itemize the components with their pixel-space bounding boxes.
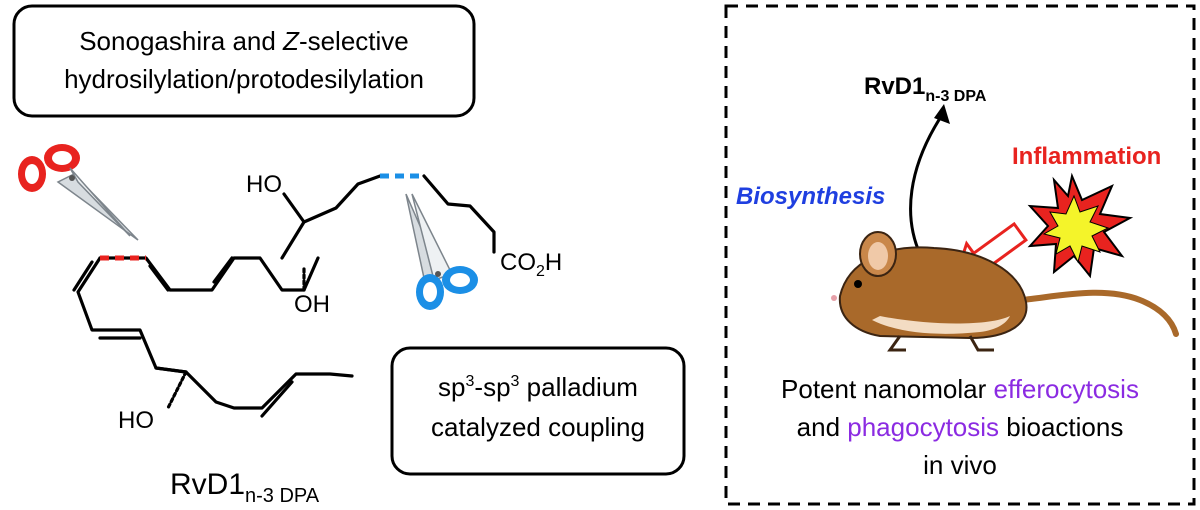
label-acid: CO2H [500,249,562,280]
bioactivity-panel: RvD1n-3 DPA Biosynthesis Inflammation Po… [724,4,1196,506]
panel-caption-line2: and phagocytosis bioactions [797,412,1124,442]
bond-chain-diol [280,174,382,260]
rvd1-structure: HO OH HO CO2H [72,171,562,434]
strategy-box-palladium: sp3-sp3 palladium catalyzed coupling [390,346,686,476]
label-oh-mid: OH [294,291,330,318]
bond-double-left [72,260,94,292]
strategy-top-line2: hydrosilylation/protodesilylation [64,64,424,94]
strategy-top-line1: Sonogashira and Z-selective [79,26,409,56]
panel-product-label: RvD1n-3 DPA [864,73,987,105]
scissors-blue-icon [405,193,478,310]
strategy-box-sonogashira: Sonogashira and Z-selective hydrosilylat… [12,4,476,118]
mouse-icon [831,231,1179,352]
molecule-name: RvD1n-3 DPA [170,468,320,507]
strategy-bottom-line1: sp3-sp3 palladium [438,372,638,402]
bond-double-lower [260,380,294,418]
biosynthesis-label: Biosynthesis [736,183,885,210]
biosynthesis-arrow-head [934,104,950,124]
bond-chain-acid [422,174,496,254]
inflammation-burst-core-icon [1042,194,1110,264]
label-ho-top: HO [246,171,282,198]
strategy-bottom-line2: catalyzed coupling [431,412,645,442]
bond-wedge-ho-top [282,192,306,224]
label-ho-bottom: HO [118,407,154,434]
bond-double-top2 [212,256,234,284]
bond-hash-ho-lower [166,370,188,410]
panel-caption-line1: Potent nanomolar efferocytosis [781,374,1139,404]
bond-chain-top [98,256,320,292]
bond-chain-left [76,256,188,374]
panel-caption-line3: in vivo [923,450,997,480]
bond-chain-lower [154,366,354,410]
scissors-red-icon [18,144,139,241]
inflammation-label: Inflammation [1012,143,1161,170]
bond-double-top1 [148,264,170,292]
